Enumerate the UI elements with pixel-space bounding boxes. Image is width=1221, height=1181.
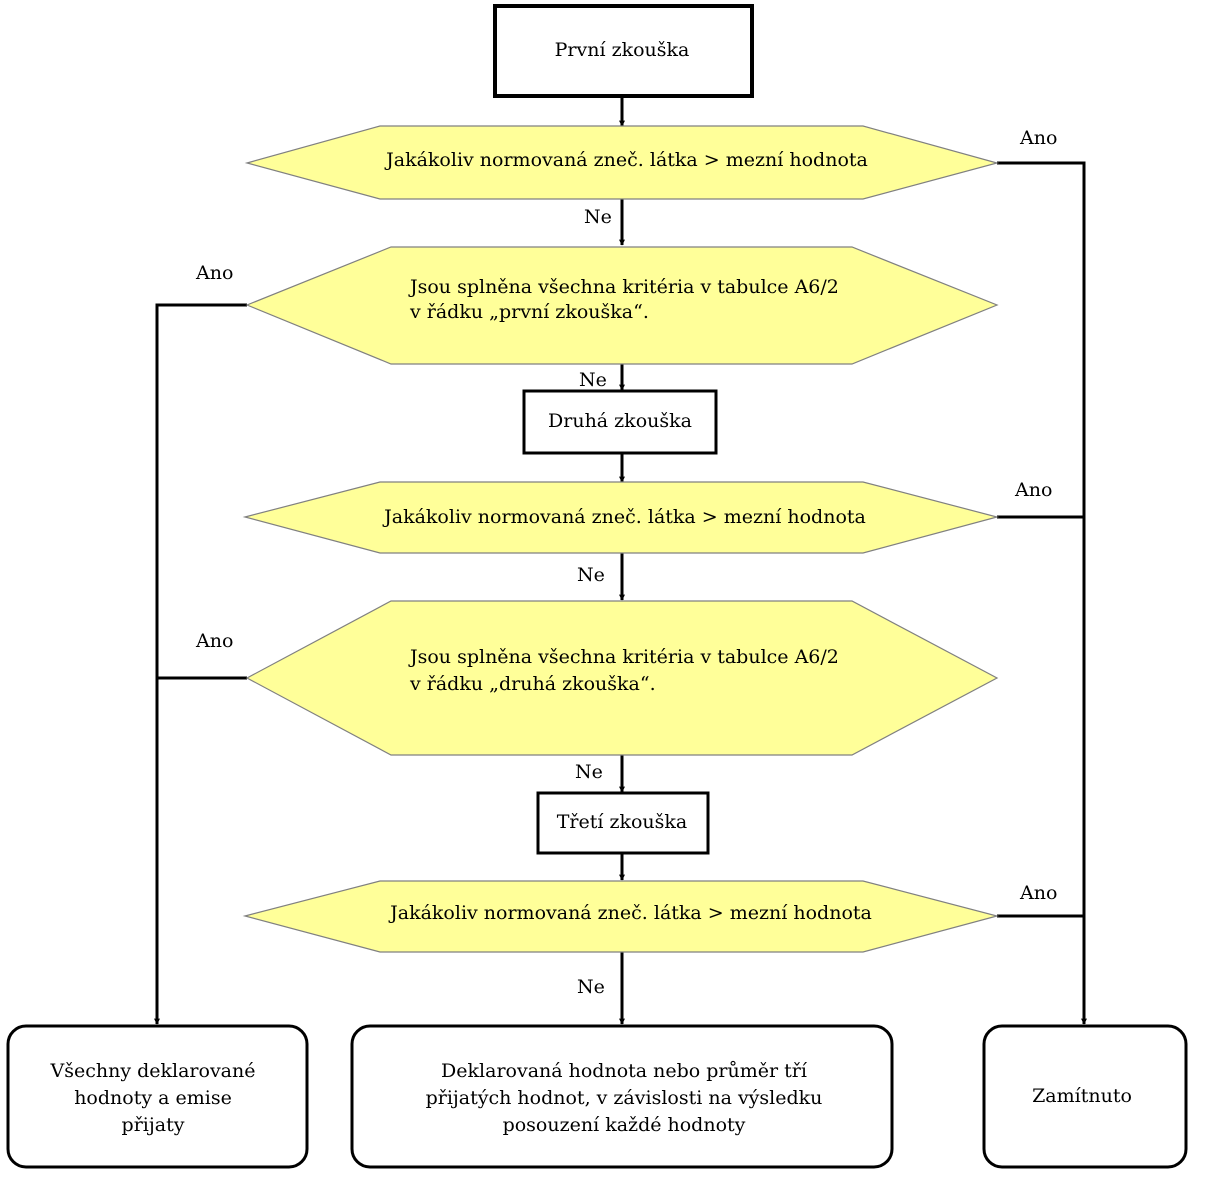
third-test-label: Třetí zkouška xyxy=(557,811,688,833)
first-test-label: První zkouška xyxy=(555,39,690,61)
criteria-1-line1: Jsou splněna všechna kritéria v tabulce … xyxy=(408,276,839,298)
decision-1-hexagon xyxy=(244,125,1000,200)
edge-label-ano-2: Ano xyxy=(195,262,233,284)
rejected-label: Zamítnuto xyxy=(1032,1085,1132,1107)
edge-label-ano-3: Ano xyxy=(1014,479,1052,501)
edge-label-ne-5: Ne xyxy=(577,976,605,998)
declared-line2: přijatých hodnot, v závislosti na výsled… xyxy=(426,1087,823,1109)
decision-2-label: Jakákoliv normovaná zneč. látka > mezní … xyxy=(382,506,866,528)
first-test-box xyxy=(493,4,754,98)
decision-3-label: Jakákoliv normovaná zneč. látka > mezní … xyxy=(388,902,872,924)
edge-label-ano-4: Ano xyxy=(195,630,233,652)
accepted-box xyxy=(6,1024,309,1169)
accepted-line1: Všechny deklarované xyxy=(50,1060,256,1082)
criteria-2-line1: Jsou splněna všechna kritéria v tabulce … xyxy=(408,646,839,668)
accepted-line2: hodnoty a emise xyxy=(74,1087,232,1109)
second-test-box xyxy=(522,389,718,455)
criteria-2-line2: v řádku „druhá zkouška“. xyxy=(409,673,656,695)
edge-label-ne-1: Ne xyxy=(584,206,612,228)
accepted-line3: přijaty xyxy=(122,1114,185,1136)
third-test-box xyxy=(536,791,710,855)
declared-line1: Deklarovaná hodnota nebo průměr tří xyxy=(441,1060,808,1082)
criteria-1-line2: v řádku „první zkouška“. xyxy=(409,301,649,323)
line-criteria-1-to-accepted xyxy=(154,303,247,1025)
edge-label-ne-3: Ne xyxy=(577,564,605,586)
edge-label-ne-4: Ne xyxy=(575,761,603,783)
edge-label-ne-2: Ne xyxy=(579,369,607,391)
line-decision-1-to-rejected xyxy=(997,161,1087,1025)
decision-2-hexagon xyxy=(242,481,1000,554)
edge-label-ano-1: Ano xyxy=(1019,127,1057,149)
decision-3-hexagon xyxy=(242,880,1000,953)
rejected-box xyxy=(982,1024,1188,1169)
decision-1-label: Jakákoliv normovaná zneč. látka > mezní … xyxy=(384,149,868,171)
declared-value-box xyxy=(350,1024,894,1169)
criteria-1-hexagon xyxy=(245,246,999,365)
criteria-2-hexagon xyxy=(245,600,999,756)
declared-line3: posouzení každé hodnoty xyxy=(503,1114,746,1136)
edge-label-ano-5: Ano xyxy=(1019,882,1057,904)
second-test-label: Druhá zkouška xyxy=(548,410,692,432)
